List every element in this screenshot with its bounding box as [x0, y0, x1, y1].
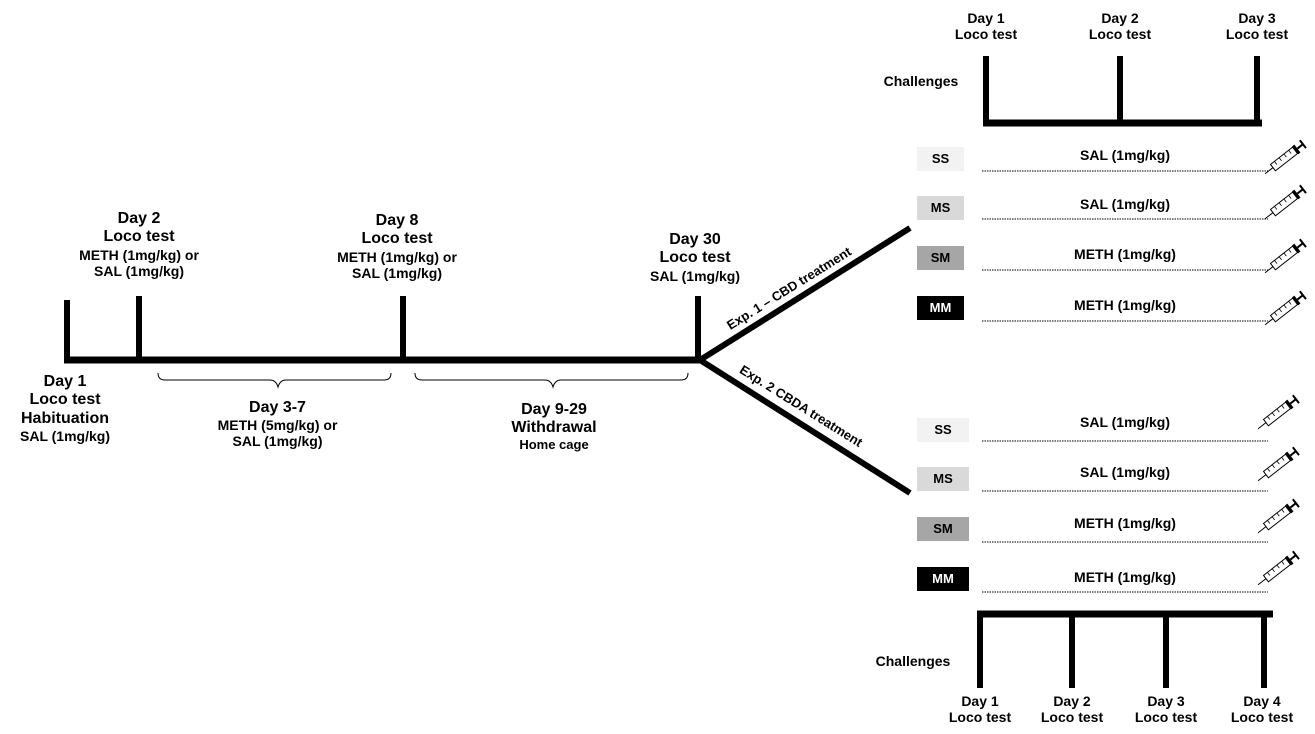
exp1-group-ss: SS [917, 147, 964, 171]
day8-title: Day 8 [375, 212, 419, 229]
exp1-group-ms: MS [917, 196, 964, 220]
day1-title: Day 1 [43, 373, 87, 390]
day1-test: Loco test [29, 391, 101, 409]
days3-7-label: Day 3-7 METH (5mg/kg) or SAL (1mg/kg) [195, 399, 360, 450]
exp2-branch [698, 357, 912, 496]
days9-29-label: Day 9-29 Withdrawal Home cage [489, 401, 619, 453]
day30-treatment: SAL (1mg/kg) [650, 267, 740, 284]
day8-test: Loco test [361, 230, 433, 248]
exp2-day4-label: Day 4 Loco test [1212, 693, 1312, 725]
day8-label: Day 8 Loco test METH (1mg/kg) or SAL (1m… [317, 212, 477, 281]
exp2-treatment-sm: METH (1mg/kg) [1074, 515, 1176, 531]
exp1-day3-test: Loco test [1225, 26, 1289, 43]
syringe-icon [1254, 446, 1300, 486]
exp2-challenges-bracket [977, 610, 1273, 688]
exp2-treatment-mm: METH (1mg/kg) [1074, 569, 1176, 585]
days9-29-withdrawal: Withdrawal [511, 419, 597, 437]
day1-treatment: SAL (1mg/kg) [20, 428, 110, 445]
exp2-day3-test: Loco test [1134, 709, 1198, 726]
exp1-branch [698, 225, 912, 363]
syringe-icon [1254, 498, 1300, 538]
exp2-group-ss: SS [917, 418, 969, 442]
exp2-group-mm: MM [917, 567, 969, 591]
exp2-day3-label: Day 3 Loco test [1116, 693, 1216, 725]
day30-label: Day 30 Loco test SAL (1mg/kg) [620, 231, 770, 284]
exp1-day1-title: Day 1 [967, 10, 1005, 26]
exp1-day2-test: Loco test [1088, 26, 1152, 43]
day30-title: Day 30 [669, 231, 721, 248]
days9-29-title: Day 9-29 [521, 401, 587, 418]
exp1-treatment-ss: SAL (1mg/kg) [1080, 147, 1170, 163]
exp2-day1-title: Day 1 [961, 693, 999, 709]
exp1-day3-label: Day 3 Loco test [1202, 10, 1312, 42]
day2-treatment-a: METH (1mg/kg) or [79, 246, 199, 263]
exp2-day4-test: Loco test [1230, 709, 1294, 726]
exp2-treatment-ms: SAL (1mg/kg) [1080, 464, 1170, 480]
days3-7-treatment-b: SAL (1mg/kg) [232, 433, 323, 450]
exp1-group-mm: MM [917, 296, 964, 320]
exp1-day2-label: Day 2 Loco test [1065, 10, 1175, 42]
day2-title: Day 2 [117, 210, 161, 227]
day1-label: Day 1 Loco test Habituation SAL (1mg/kg) [0, 373, 130, 444]
days3-7-title: Day 3-7 [249, 399, 306, 416]
syringe-icon [1254, 394, 1300, 434]
syringe-icon [1261, 139, 1307, 179]
exp2-day1-label: Day 1 Loco test [930, 693, 1030, 725]
exp1-treatment-sm: METH (1mg/kg) [1074, 246, 1176, 262]
syringe-icon [1261, 184, 1307, 224]
syringe-icon [1261, 238, 1307, 278]
exp1-day1-label: Day 1 Loco test [931, 10, 1041, 42]
syringe-icon [1254, 550, 1300, 590]
exp1-group-sm: SM [917, 246, 964, 270]
days3-7-brace [157, 372, 392, 389]
exp2-day2-label: Day 2 Loco test [1022, 693, 1122, 725]
exp1-day3-title: Day 3 [1238, 10, 1276, 26]
syringe-icon [1261, 290, 1307, 330]
exp2-day4-title: Day 4 [1243, 693, 1281, 709]
day30-test: Loco test [659, 249, 731, 267]
exp1-challenges-label: Challenges [883, 73, 959, 89]
days9-29-home-cage: Home cage [519, 436, 589, 452]
exp2-day3-title: Day 3 [1147, 693, 1185, 709]
day2-treatment-b: SAL (1mg/kg) [94, 262, 184, 279]
day1-habituation: Habituation [21, 409, 109, 427]
day2-label: Day 2 Loco test METH (1mg/kg) or SAL (1m… [59, 210, 219, 279]
exp1-challenges-bracket [983, 56, 1262, 127]
exp2-group-ms: MS [917, 467, 969, 491]
exp1-day2-title: Day 2 [1101, 10, 1139, 26]
days9-29-brace [414, 372, 689, 389]
main-timeline [64, 225, 912, 496]
group-row-lines [982, 170, 1268, 593]
exp2-day2-test: Loco test [1040, 709, 1104, 726]
exp2-challenges-label: Challenges [875, 653, 951, 669]
exp2-group-sm: SM [917, 517, 969, 541]
day8-treatment-b: SAL (1mg/kg) [352, 264, 442, 281]
days3-7-treatment-a: METH (5mg/kg) or [217, 417, 338, 434]
day8-treatment-a: METH (1mg/kg) or [337, 248, 457, 265]
exp1-treatment-mm: METH (1mg/kg) [1074, 297, 1176, 313]
day2-test: Loco test [103, 228, 175, 246]
exp2-day2-title: Day 2 [1053, 693, 1091, 709]
exp2-treatment-ss: SAL (1mg/kg) [1080, 414, 1170, 430]
exp1-treatment-ms: SAL (1mg/kg) [1080, 196, 1170, 212]
exp1-day1-test: Loco test [954, 26, 1018, 43]
exp2-day1-test: Loco test [948, 709, 1012, 726]
